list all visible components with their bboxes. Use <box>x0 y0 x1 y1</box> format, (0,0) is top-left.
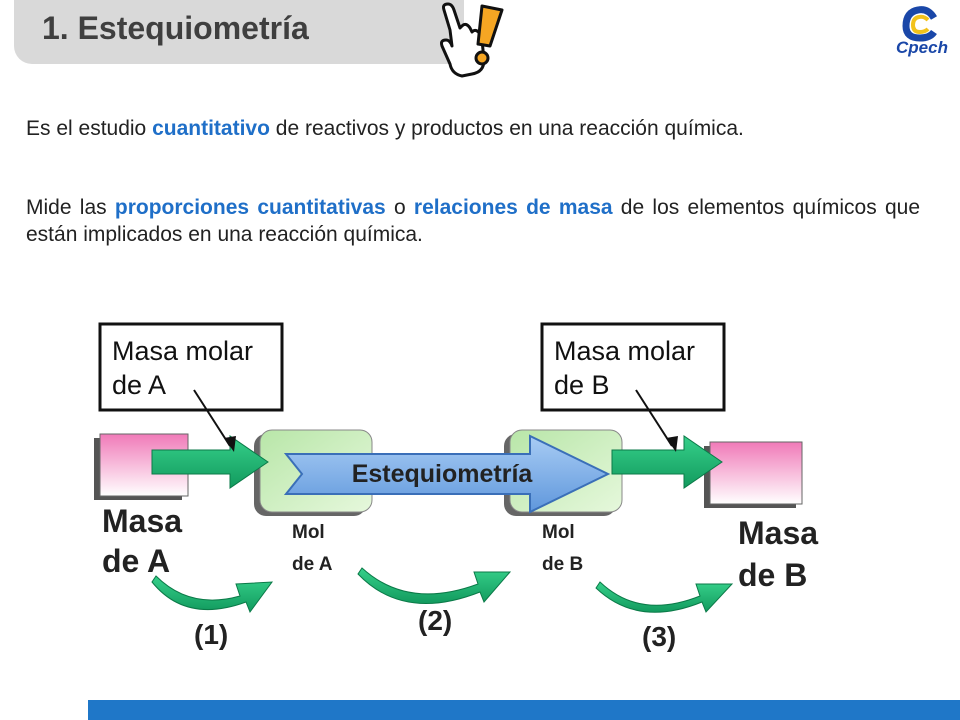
masa-a-label-line2: de A <box>102 543 170 579</box>
masa-b-label-line1: Masa <box>738 515 818 551</box>
masa-b-box <box>709 441 803 505</box>
step-2-label: (2) <box>418 605 452 636</box>
callout-b-line1: Masa molar <box>554 336 695 366</box>
footer-bar <box>88 700 960 720</box>
highlight-text: proporciones cuantitativas <box>114 196 386 219</box>
curved-arrow-1 <box>151 575 274 614</box>
curved-arrow-2 <box>357 567 512 604</box>
curved-arrow-3 <box>595 581 734 613</box>
cpech-logo-icon <box>902 6 938 42</box>
step-3-label: (3) <box>642 621 676 652</box>
mol-a-label-line1: Mol <box>292 522 325 543</box>
text-segment: de los elementos químicos que están impl… <box>26 196 920 246</box>
paragraph-definition: Es el estudio cuantitativo de reactivos … <box>26 115 920 142</box>
callout-molar-mass-b <box>540 322 726 412</box>
callout-b-pointer <box>635 389 673 447</box>
logo-text: Cpech <box>896 38 948 57</box>
callout-a-pointer <box>193 389 231 447</box>
page-title: 1. Estequiometría <box>42 10 309 46</box>
highlight-text: relaciones de masa <box>413 196 613 219</box>
masa-b-label-line2: de B <box>738 557 807 593</box>
mol-a-label-line2: de A <box>292 554 333 575</box>
title-tab <box>14 0 464 64</box>
stoichiometry-label: Estequiometría <box>352 460 534 488</box>
mol-b-label-line1: Mol <box>542 522 575 543</box>
callout-a-line1: Masa molar <box>112 336 253 366</box>
pointing-hand-warning-icon <box>440 2 504 78</box>
mol-b-label-line2: de B <box>542 554 583 575</box>
callout-b-pointer-tip <box>666 436 678 452</box>
callout-a-pointer-tip <box>224 436 236 452</box>
masa-a-label-line1: Masa <box>102 503 182 539</box>
callout-molar-mass-a <box>98 322 284 412</box>
text-segment: Es el estudio <box>26 117 153 140</box>
stoichiometry-diagram: Estequiometría Masa molar de A Masa mola… <box>94 322 818 652</box>
paragraph-measure: Mide las proporciones cuantitativas o re… <box>26 194 920 248</box>
highlight-text: cuantitativo <box>152 117 270 140</box>
text-segment: de reactivos y productos en una reacción… <box>269 117 744 140</box>
step-1-label: (1) <box>194 619 228 650</box>
text-segment: o <box>385 196 414 219</box>
callout-b-line2: de B <box>554 370 610 400</box>
text-segment: Mide las <box>26 196 115 219</box>
callout-a-line2: de A <box>112 370 166 400</box>
green-arrow-a <box>151 435 269 489</box>
stoichiometry-arrow <box>283 434 611 514</box>
green-arrow-b <box>611 435 723 489</box>
